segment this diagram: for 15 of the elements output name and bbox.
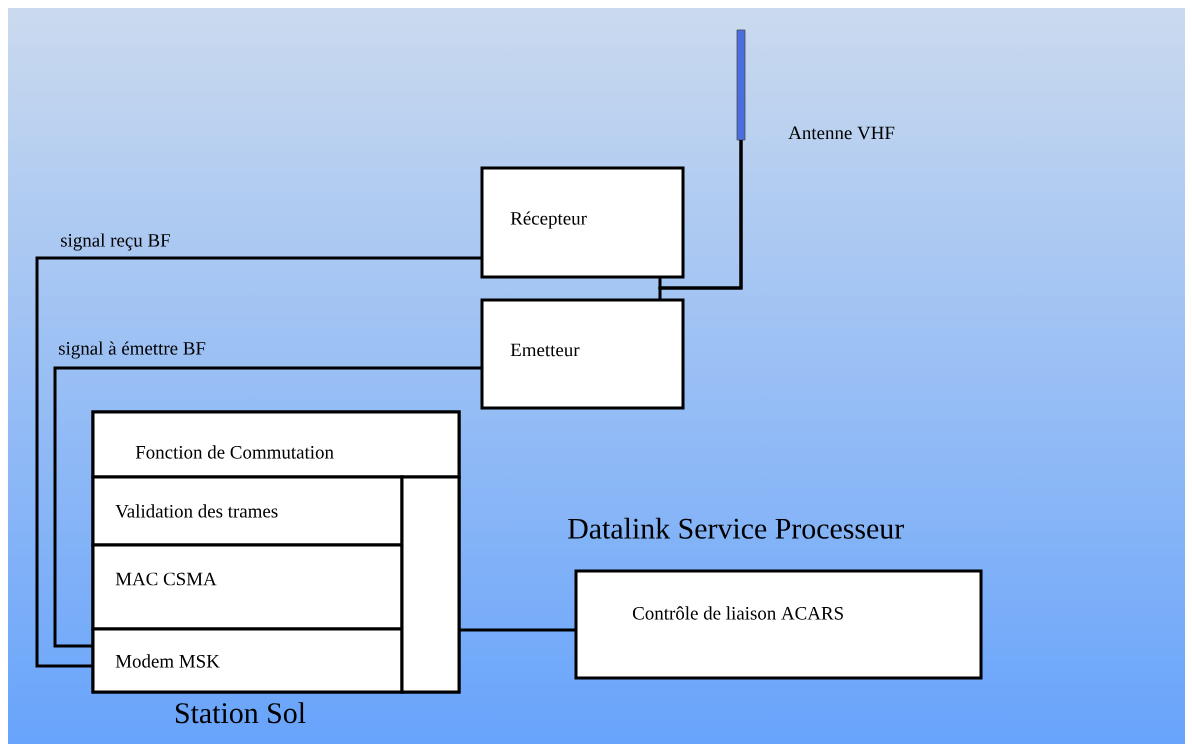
process-box: Emetteur xyxy=(480,298,685,410)
process-box: Récepteur xyxy=(480,166,685,279)
antenna-drawing: Antenne VHF xyxy=(736,29,895,141)
edge-label: signal à émettre BF xyxy=(59,341,206,359)
process-box: Validation des trames xyxy=(91,475,404,547)
connector-line xyxy=(35,256,482,668)
column-box xyxy=(400,475,461,694)
node-label: Datalink Service Processeur xyxy=(568,517,904,539)
process-box: Fonction de Commutation xyxy=(91,410,461,479)
connector-line xyxy=(53,366,482,648)
node-label: Antenne VHF xyxy=(788,126,895,140)
connector-line xyxy=(459,628,576,632)
process-box: Datalink Service Processeur Contrôle de liaison ACARS xyxy=(568,517,983,680)
process-box: Modem MSK xyxy=(91,627,404,694)
edge-label: signal reçu BF xyxy=(61,233,170,251)
